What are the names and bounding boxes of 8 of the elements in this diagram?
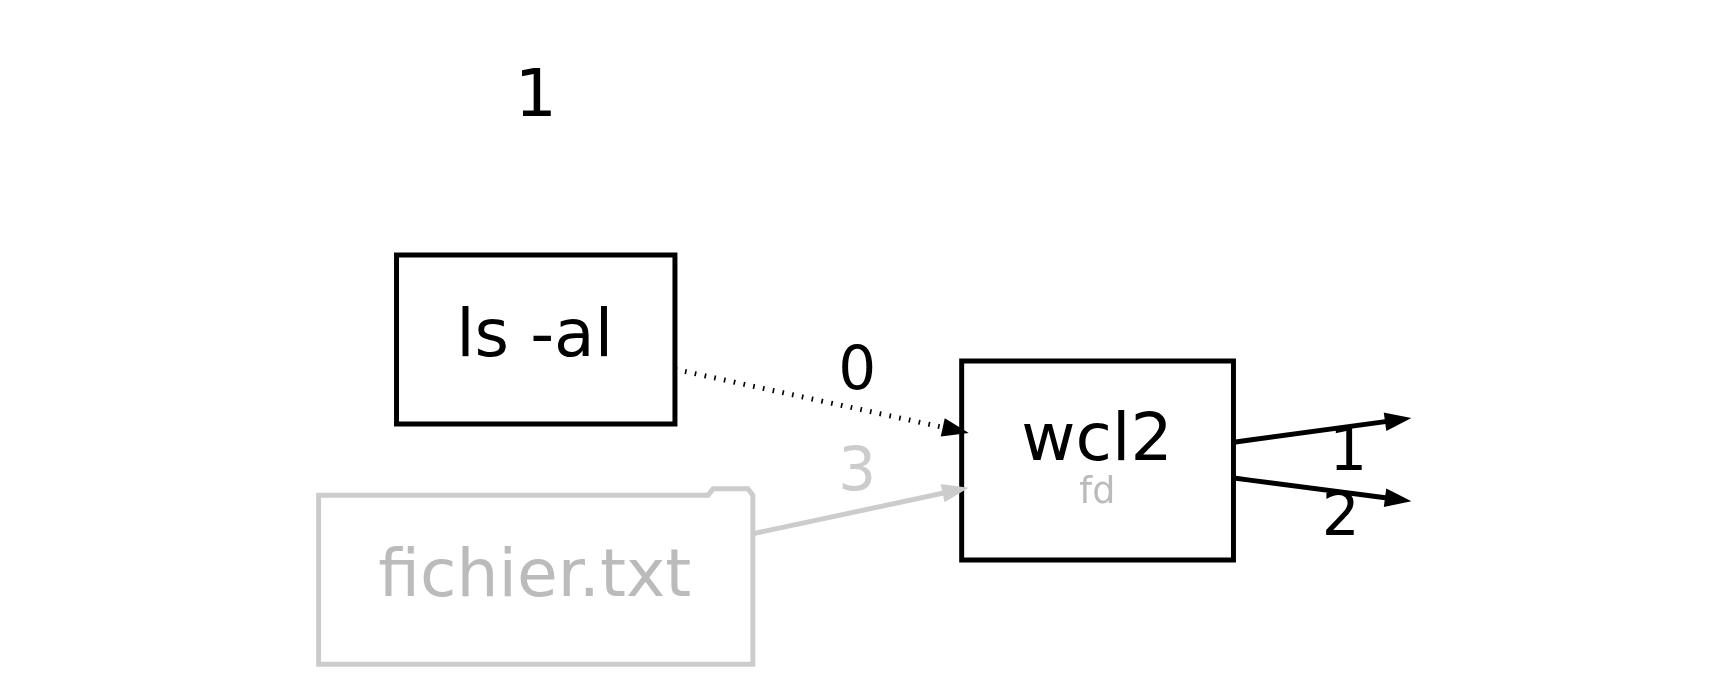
arrow: [1233, 475, 1412, 507]
node-box: wcl2 fd: [959, 358, 1236, 563]
label: 1: [514, 53, 557, 132]
arrow: [674, 366, 969, 437]
arrow: [752, 484, 969, 537]
node-box: ls -al: [394, 252, 678, 427]
edge-label: 0: [838, 333, 877, 403]
arrow: [1233, 412, 1412, 445]
